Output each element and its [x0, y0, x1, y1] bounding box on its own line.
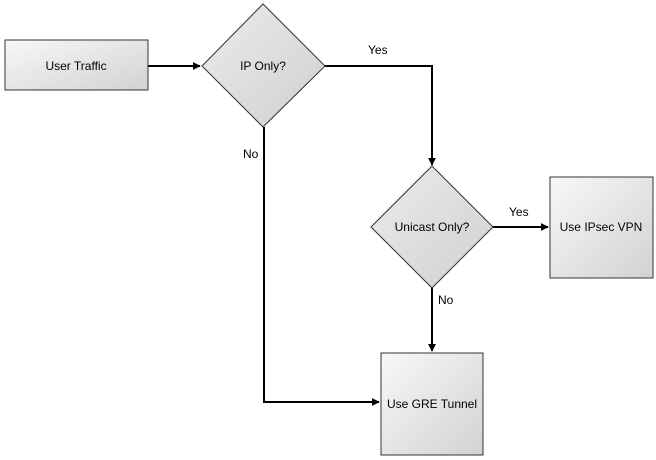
gre-tunnel-node: Use GRE Tunnel	[380, 352, 484, 456]
edge-iponly-no	[263, 127, 380, 406]
unicast-only-decision: Unicast Only?	[370, 165, 494, 289]
user-traffic-label: User Traffic	[45, 59, 106, 73]
ip-only-decision: IP Only?	[201, 3, 326, 128]
edge-iponly-yes	[325, 65, 436, 166]
ip-only-no-label: No	[243, 147, 259, 161]
gre-tunnel-label: Use GRE Tunnel	[387, 397, 477, 411]
unicast-yes-label: Yes	[509, 205, 529, 219]
ip-only-label: IP Only?	[240, 59, 286, 73]
user-traffic-node: User Traffic	[4, 39, 149, 91]
unicast-no-label: No	[438, 293, 454, 307]
ipsec-vpn-label: Use IPsec VPN	[560, 220, 643, 234]
ipsec-vpn-node: Use IPsec VPN	[549, 176, 654, 279]
ip-only-yes-label: Yes	[368, 43, 388, 57]
unicast-only-label: Unicast Only?	[395, 220, 470, 234]
